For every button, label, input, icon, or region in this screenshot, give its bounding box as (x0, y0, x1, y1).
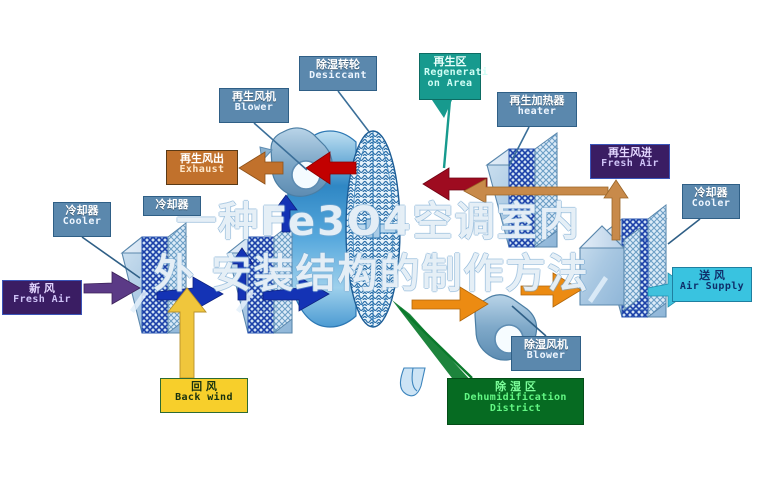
label-exhaust-air-en: Exhaust (179, 163, 225, 175)
label-regeneration-heater-en: heater (517, 105, 557, 117)
label-cooler-right-en: Cooler (691, 197, 731, 209)
label-back-wind-cn: 回 风 (191, 380, 217, 393)
regen-inlet-red-arrow-1 (305, 151, 357, 185)
watermark-tiny-tag: xt11 (256, 306, 280, 315)
regen-air-orange-arrow-1 (463, 178, 609, 204)
regeneration-blower-fan (259, 127, 333, 197)
cooler-coil-2 (226, 221, 294, 335)
cooler-coil-1 (120, 221, 188, 335)
label-cooler-left-inner-cn: 冷却器 (155, 198, 189, 211)
label-back-wind-en: Back wind (175, 391, 233, 403)
fresh-air-small-up-arrow (230, 194, 298, 301)
exhaust-arrow (238, 151, 284, 185)
label-cooler-left-outer-en: Cooler (62, 215, 102, 227)
regeneration-callout-pointer (432, 100, 452, 118)
fresh-air-purple-arrow (83, 271, 141, 305)
heater-coil (485, 132, 559, 248)
label-desiccant-rotor-cn: 除湿转轮 (316, 58, 360, 71)
label-regeneration-fresh-air-en: Fresh Air (601, 157, 659, 169)
label-dehumidification-blower-en: Blower (526, 349, 566, 361)
label-regeneration-fresh-air-cn: 再生风进 (608, 146, 652, 159)
label-air-supply-en: Air Supply (679, 280, 745, 292)
label-regeneration-area-en: Regenerati on Area (424, 66, 489, 89)
label-regeneration-blower-en: Blower (234, 101, 274, 113)
process-blue-arrow-2 (262, 276, 330, 312)
dehumidification-callout-wedge (392, 300, 472, 382)
label-fresh-air-in-en: Fresh Air (13, 293, 71, 305)
label-regeneration-blower-cn: 再生风机 (232, 90, 276, 103)
label-cooler-left-inner: 冷却器 (143, 196, 201, 216)
label-dehumidification-district-cn: 除 湿 区 (495, 380, 536, 393)
supply-orange-arrow-1 (411, 286, 489, 322)
label-regeneration-heater-cn: 再生加热器 (509, 94, 565, 107)
label-dehumidification-blower-cn: 除湿风机 (524, 338, 568, 351)
label-cooler-left-outer-cn: 冷却器 (65, 204, 99, 217)
label-exhaust-air-cn: 再生风出 (180, 152, 224, 165)
regen-air-orange-arrow-2 (603, 179, 629, 241)
supply-orange-arrow-2 (520, 272, 582, 308)
label-cooler-right-cn: 冷却器 (694, 186, 728, 199)
label-air-supply-cn: 送 风 (699, 269, 725, 282)
label-fresh-air-in-cn: 新 风 (29, 282, 55, 295)
back-wind-yellow-arrow (167, 287, 207, 379)
label-regeneration-area-cn: 再生区 (433, 55, 467, 68)
supply-coil (578, 225, 649, 311)
label-desiccant-rotor-en: Desiccant (309, 69, 367, 81)
label-dehumidification-district-en: Dehumidification District (464, 391, 567, 414)
